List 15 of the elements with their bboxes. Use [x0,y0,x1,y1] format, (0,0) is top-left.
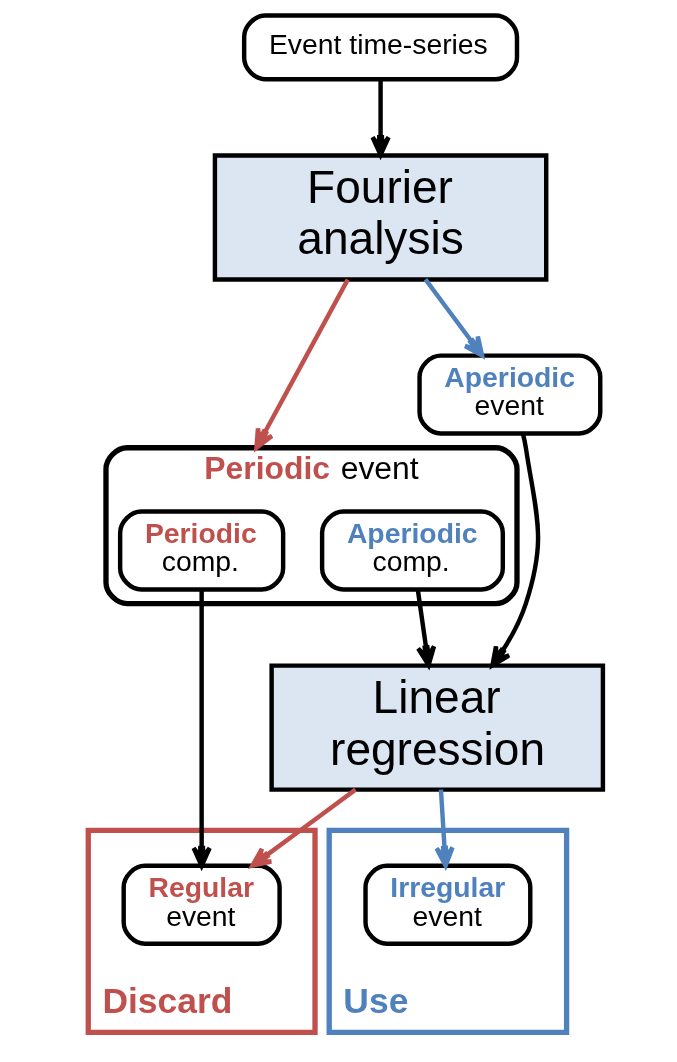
node-box: Event time-series [241,13,520,82]
arrow [490,433,541,668]
node-box: Periodic comp. [117,509,286,592]
node-box: Irregular event [363,863,533,946]
node-box: Aperiodic comp. [319,509,506,592]
node-box: Fourier analysis [212,153,549,282]
arrow [254,278,350,450]
arrow [434,789,455,868]
arrow [250,787,357,868]
node-box: Linear regression [269,663,606,792]
arrow [370,79,391,158]
node-box: Aperiodic event [417,353,603,436]
arrow [423,278,485,358]
node-box: Regular event [121,863,282,946]
arrow [415,589,437,668]
